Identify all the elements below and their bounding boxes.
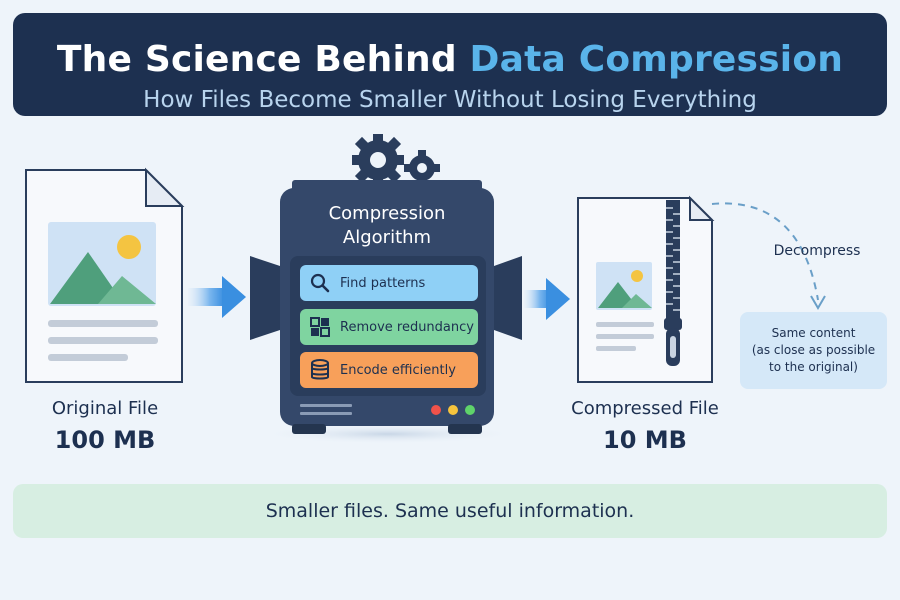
original-file-label: Original File <box>51 398 159 419</box>
arrow-right-icon <box>188 276 246 318</box>
decompress-arrow <box>711 202 826 310</box>
status-light-red <box>431 405 441 415</box>
step-find-patterns: Find patterns <box>300 265 478 301</box>
machine-title-line1: Compression <box>328 203 446 224</box>
result-line1: Same content <box>771 326 856 340</box>
result-line2: (as close as possible <box>751 343 876 357</box>
header-banner: The Science Behind Data Compression How … <box>13 13 887 116</box>
footer-banner: Smaller files. Same useful information. <box>13 484 887 538</box>
step-label: Remove redundancy <box>340 319 474 335</box>
compressed-file-label: Compressed File <box>571 398 719 419</box>
page-subtitle: How Files Become Smaller Without Losing … <box>143 87 757 113</box>
decompress-label: Decompress <box>773 243 861 259</box>
page-title: The Science Behind Data Compression <box>13 39 887 80</box>
step-label: Find patterns <box>340 275 426 291</box>
title-accent: Data Compression <box>469 39 844 80</box>
title-main: The Science Behind <box>56 39 470 80</box>
machine-title-line2: Algorithm <box>342 227 432 248</box>
zipper-icon <box>664 200 682 366</box>
original-file-icon <box>25 167 185 383</box>
status-light-green <box>465 405 475 415</box>
compressed-file-size: 10 MB <box>603 426 687 454</box>
arrow-right-icon-2 <box>524 278 570 320</box>
compressed-file-icon <box>577 195 715 383</box>
same-content-box: Same content (as close as possible to th… <box>740 312 887 389</box>
result-line3: to the original) <box>769 360 858 374</box>
grid-icon <box>300 309 340 345</box>
step-remove-redundancy: Remove redundancy <box>300 309 478 345</box>
original-file-size: 100 MB <box>54 426 156 454</box>
database-icon <box>300 352 340 388</box>
gear-icon <box>352 134 404 186</box>
status-light-yellow <box>448 405 458 415</box>
machine-title: Compression Algorithm <box>280 202 494 250</box>
step-encode-efficiently: Encode efficiently <box>300 352 478 388</box>
step-label: Encode efficiently <box>340 362 456 378</box>
magnifier-icon <box>300 265 340 301</box>
